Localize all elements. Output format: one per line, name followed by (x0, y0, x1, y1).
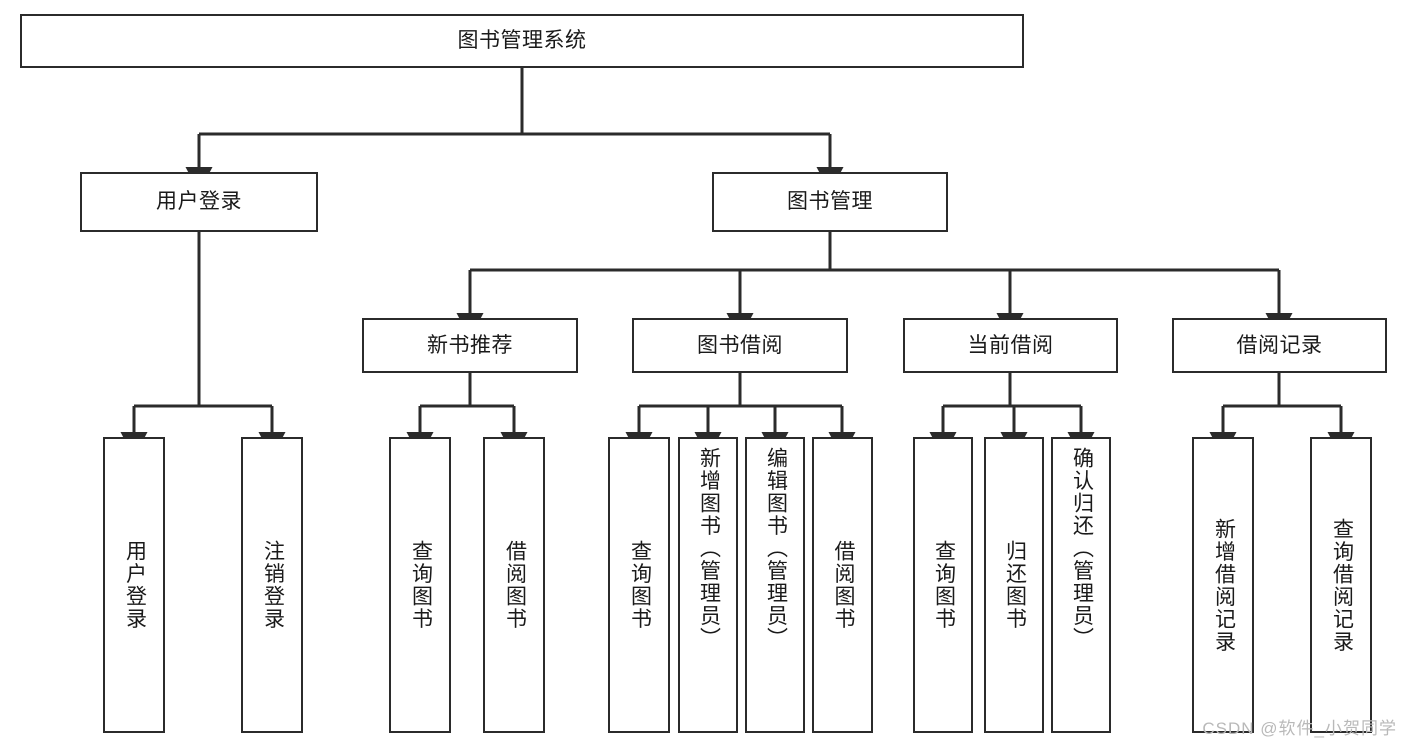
node-nbr-borrow[interactable]: 借阅图书 (483, 437, 545, 733)
node-label-root: 图书管理系统 (457, 29, 587, 53)
node-br-add[interactable]: 新增借阅记录 (1192, 437, 1254, 733)
node-label-new-book-rec: 新书推荐 (427, 333, 513, 357)
node-label-cb-return: 归还图书 (1003, 540, 1027, 630)
node-bb-edit[interactable]: 编辑图书（管理员） (745, 437, 805, 733)
node-new-book-rec[interactable]: 新书推荐 (362, 318, 578, 373)
node-label-cb-query: 查询图书 (932, 540, 956, 630)
node-borrow-record[interactable]: 借阅记录 (1172, 318, 1387, 373)
node-label-leaf-user-logout: 注销登录 (261, 540, 285, 630)
node-leaf-user-login[interactable]: 用户登录 (103, 437, 165, 733)
node-label-book-manage: 图书管理 (787, 190, 873, 214)
node-br-query[interactable]: 查询借阅记录 (1310, 437, 1372, 733)
watermark-label: CSDN @软件_小贺同学 (1202, 719, 1397, 738)
node-bb-add[interactable]: 新增图书（管理员） (678, 437, 738, 733)
node-label-current-borrow: 当前借阅 (967, 333, 1054, 357)
node-user-login[interactable]: 用户登录 (80, 172, 318, 232)
connector-lines (120, 68, 1355, 458)
node-label-user-login: 用户登录 (156, 190, 242, 214)
node-label-book-borrow: 图书借阅 (697, 333, 783, 357)
node-label-borrow-record: 借阅记录 (1236, 333, 1323, 357)
node-label-bb-query: 查询图书 (628, 540, 652, 630)
node-current-borrow[interactable]: 当前借阅 (903, 318, 1118, 373)
node-label-bb-edit: 编辑图书（管理员） (764, 447, 788, 650)
node-cb-query[interactable]: 查询图书 (913, 437, 973, 733)
node-leaf-user-logout[interactable]: 注销登录 (241, 437, 303, 733)
node-cb-return[interactable]: 归还图书 (984, 437, 1044, 733)
node-label-nbr-borrow: 借阅图书 (503, 540, 527, 630)
node-label-nbr-query: 查询图书 (409, 540, 433, 630)
node-label-bb-borrow: 借阅图书 (831, 540, 855, 630)
node-bb-query[interactable]: 查询图书 (608, 437, 670, 733)
node-label-bb-add: 新增图书（管理员） (697, 447, 721, 650)
node-cb-confirm[interactable]: 确认归还（管理员） (1051, 437, 1111, 733)
node-label-br-add: 新增借阅记录 (1212, 517, 1236, 653)
node-nbr-query[interactable]: 查询图书 (389, 437, 451, 733)
node-book-borrow[interactable]: 图书借阅 (632, 318, 848, 373)
node-book-manage[interactable]: 图书管理 (712, 172, 948, 232)
node-label-leaf-user-login: 用户登录 (123, 540, 147, 630)
node-label-cb-confirm: 确认归还（管理员） (1070, 447, 1094, 650)
node-root[interactable]: 图书管理系统 (20, 14, 1024, 68)
node-bb-borrow[interactable]: 借阅图书 (812, 437, 873, 733)
node-label-br-query: 查询借阅记录 (1330, 517, 1354, 653)
